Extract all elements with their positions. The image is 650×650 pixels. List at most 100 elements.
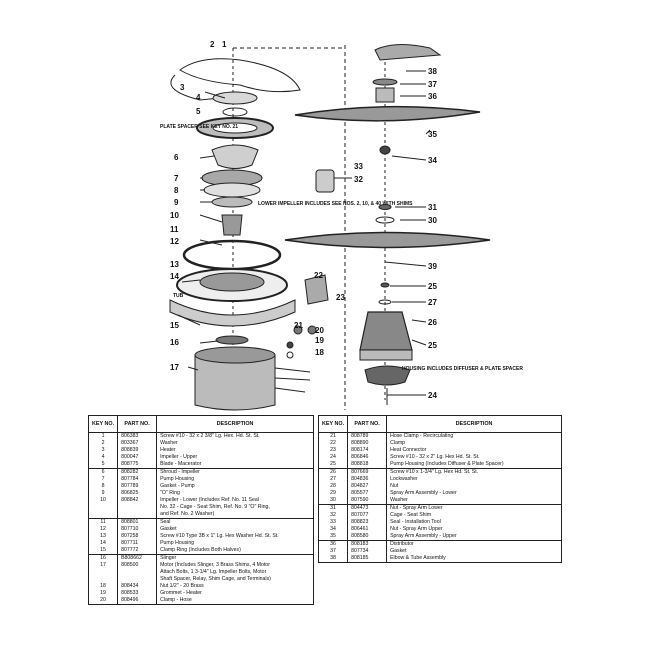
cell-part: 808282 (117, 468, 158, 476)
cell-part: 808496 (117, 597, 158, 605)
cell-part: 808818 (347, 461, 388, 469)
callout-22: 22 (314, 271, 323, 280)
callout-3: 3 (180, 83, 185, 92)
cell-key: 30 (318, 497, 349, 505)
header-key: KEY NO. (88, 415, 119, 433)
cell-desc: Distributor (386, 540, 562, 548)
cell-desc: Pump Housing (Includes Diffuser & Plate … (390, 461, 504, 467)
cell-key: 9 (88, 490, 119, 497)
cell-part: 805577 (347, 490, 388, 497)
cell-key: 10 (88, 497, 119, 504)
cell-key: 4 (88, 454, 119, 461)
cell-desc: Hose Clamp - Recirculating (390, 433, 454, 439)
cell-desc: Spray Arm Assembly - Upper (390, 533, 457, 539)
callout-34: 34 (428, 156, 437, 165)
cell-desc: Heat Connector (390, 447, 427, 453)
cell-part: 808801 (117, 518, 158, 526)
callout-39: 39 (428, 262, 437, 271)
cell-part: 804827 (347, 483, 388, 490)
note-lower-impeller: LOWER IMPELLER INCLUDES SEE NOS. 2, 10, … (258, 201, 413, 207)
upper-spray-arm (294, 105, 481, 122)
cell-part: 804473 (347, 504, 388, 512)
cell-key: 17 (88, 562, 119, 569)
cell-key: 12 (88, 526, 119, 533)
cell-part (117, 576, 158, 583)
callout-13: 13 (170, 260, 179, 269)
header-description: DESCRIPTION (156, 415, 314, 433)
callout-15: 15 (170, 321, 179, 330)
left-callouts: 2 1 3 4 5 6 7 8 9 10 11 12 13 14 15 16 1… (170, 40, 227, 372)
callout-20: 20 (315, 326, 324, 335)
callout-36: 36 (428, 92, 437, 101)
cell-part: 800047 (117, 454, 158, 461)
cell-desc: Impeller - Lower (Includes Ref. No. 11 S… (160, 497, 259, 503)
callout-28: 25 (428, 341, 437, 350)
heater-wire (170, 74, 251, 101)
callout-32: 32 (354, 175, 363, 184)
cell-desc: Clamp Ring (Includes Both Halves) (160, 547, 241, 553)
cell-key: 35 (318, 533, 349, 541)
cell-desc: Motor (Includes Slinger, 3 Brass Shims, … (160, 562, 270, 568)
cell-part: 808174 (347, 447, 388, 454)
cell-key: 21 (318, 432, 349, 440)
lower-impeller (221, 214, 243, 236)
cell-key: 1 (88, 432, 119, 440)
cell-key: 3 (88, 447, 119, 454)
macerator-blade (179, 58, 301, 93)
cell-desc: Attach Bolts, 1 3-1/4" Lg. Impeller Bolt… (160, 569, 267, 575)
cell-part: 808823 (347, 519, 388, 526)
cell-part: 808842 (117, 497, 158, 504)
note-tub: TUB (173, 293, 184, 299)
cell-key: 14 (88, 540, 119, 547)
cell-part: 807077 (347, 512, 388, 519)
callout-11: 11 (170, 225, 179, 234)
callout-8: 8 (174, 186, 179, 195)
callout-26: 26 (428, 318, 437, 327)
cell-part: 806825 (117, 490, 158, 497)
exploded-parts-diagram: 2 1 3 4 5 6 7 8 9 10 11 12 13 14 15 16 1… (160, 40, 523, 411)
cell-desc: Spray Arm Assembly - Lower (390, 490, 457, 496)
cell-part: 807711 (117, 540, 158, 547)
cell-key: 31 (318, 504, 349, 512)
cell-desc: Seal - Installation Tool (390, 519, 441, 525)
callout-10: 10 (170, 211, 179, 220)
callout-27: 27 (428, 298, 437, 307)
cell-part: 807789 (117, 483, 158, 490)
cell-key: 18 (88, 583, 119, 590)
callout-12: 12 (170, 237, 179, 246)
cell-part: 807669 (347, 468, 388, 476)
callout-16: 16 (170, 338, 179, 347)
table-row: and Ref. No. 2 Washer) (88, 511, 314, 519)
cell-desc: Screw #10 Type 3B x 1" Lg. Hex Washer Hd… (160, 533, 279, 539)
cell-desc: Nut 1/2" - 20 Brass (160, 583, 204, 589)
callout-30: 30 (428, 216, 437, 225)
cell-desc: Screw #10 x 1-3/4" Lg. Hex Hd. St. St. (386, 468, 562, 476)
cell-key: 33 (318, 519, 349, 526)
cell-desc: Nut - Spray Arm Upper (390, 526, 443, 532)
note-housing: HOUSING INCLUDES DIFFUSER & PLATE SPACER (402, 366, 523, 372)
cell-desc: Washer (390, 497, 408, 503)
cell-desc: Screw #10 - 32 x 2 3/8" Lg. Hex. Hd. St.… (160, 433, 260, 439)
cell-part: 808183 (347, 540, 388, 548)
